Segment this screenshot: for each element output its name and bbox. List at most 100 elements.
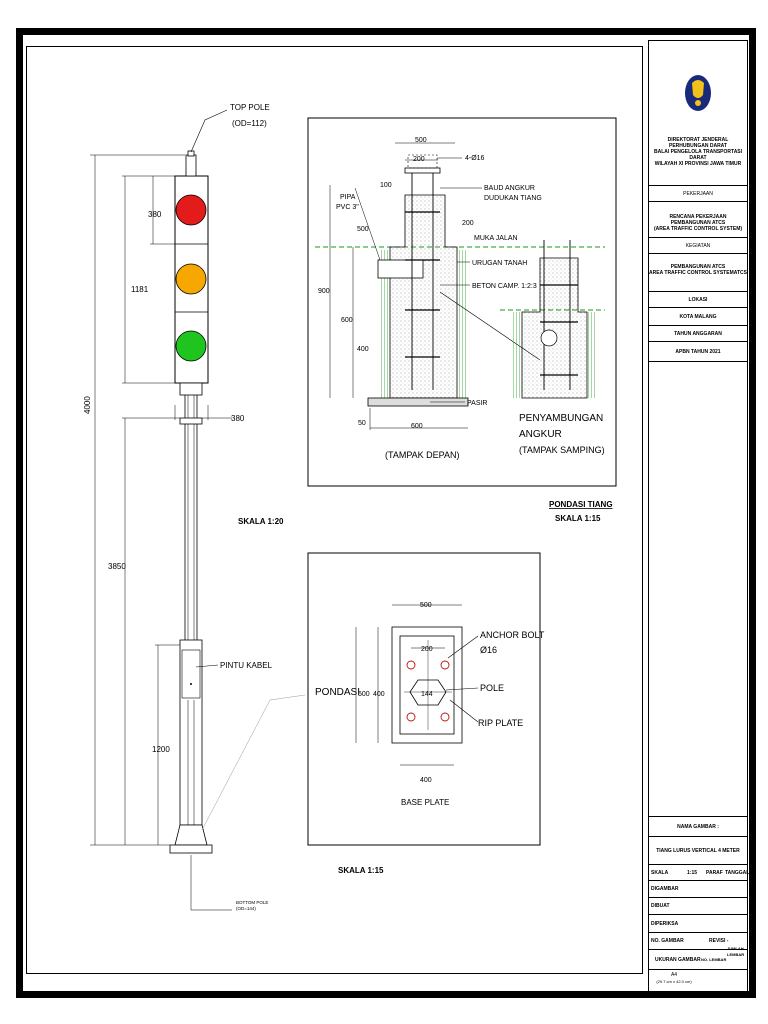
tb-digambar-row: DIGAMBAR	[649, 880, 747, 897]
bp-400-bottom: 400	[420, 777, 432, 784]
tb-tahun-row: APBN TAHUN 2021	[649, 341, 747, 361]
tb-lokasi: KOTA MALANG	[679, 314, 717, 320]
tb-nama-gambar-label: NAMA GAMBAR :	[677, 824, 719, 830]
tb-tahun-label: TAHUN ANGGARAN	[674, 331, 722, 337]
tb-org-line3: BALAI PENGELOLA TRANSPORTASI DARAT	[653, 149, 743, 161]
tb-diperiksa-row: DIPERIKSA	[649, 914, 747, 932]
foundation-detail	[307, 117, 617, 487]
fd-pipa: PIPA	[340, 194, 356, 201]
fd-900: 900	[318, 288, 330, 295]
fd-pvc: PVC 3"	[336, 204, 359, 211]
tb-kegiatan-line1: PEMBANGUNAN ATCS	[670, 264, 726, 270]
top-pole-od-label: (OD=112)	[232, 119, 267, 128]
fd-600-bottom: 600	[411, 423, 423, 430]
dim-4000-label: 4000	[83, 396, 92, 414]
bp-144: 144	[421, 691, 433, 698]
fd-scale: SKALA 1:15	[555, 514, 601, 523]
bp-title: BASE PLATE	[401, 798, 449, 807]
tb-blank	[649, 361, 747, 816]
drawing-area	[26, 46, 643, 974]
fd-tampak-depan: (TAMPAK DEPAN)	[385, 450, 460, 460]
tb-skala-label: SKALA	[651, 870, 669, 876]
fd-500: 500	[415, 137, 427, 144]
tb-dibuat-row: DIBUAT	[649, 897, 747, 914]
dim-1181-label: 1181	[131, 285, 149, 294]
tb-kegiatan-line2: AREA TRAFFIC CONTROL SYSTEMATCS	[649, 270, 747, 276]
fd-penyambungan: PENYAMBUNGAN	[519, 413, 603, 424]
tb-jumlah-lembar: JUMLAH LEMBAR	[727, 946, 745, 957]
fd-200-right: 200	[462, 220, 474, 227]
pole-scale-label: SKALA 1:20	[238, 517, 284, 526]
tb-skala-row: SKALA 1:15 PARAF TANGGAL	[649, 864, 750, 880]
tb-dibuat: DIBUAT	[651, 903, 670, 909]
tb-kegiatan-label: KEGIATAN	[685, 243, 711, 249]
tb-paper-row: A4 (29.7 cm x 42.0 cm)	[649, 969, 747, 991]
tb-kegiatan-label-row: KEGIATAN	[649, 237, 747, 253]
bp-500-left: 500	[358, 691, 370, 698]
base-plate-detail	[307, 552, 541, 846]
tb-paraf: PARAF	[706, 870, 723, 876]
tb-revisi: REVISI -	[709, 938, 729, 944]
tb-skala: 1:15	[687, 870, 698, 876]
dim-380-side: 380	[231, 414, 245, 423]
tb-paper-size: (29.7 cm x 42.0 cm)	[656, 979, 692, 984]
tb-org-line2: PERHUBUNGAN DARAT	[669, 143, 727, 149]
tb-ukuran-row: UKURAN GAMBAR NO. LEMBAR JUMLAH LEMBAR	[649, 946, 747, 969]
tb-lokasi-label: LOKASI	[688, 297, 708, 303]
bp-anchor-bolt: ANCHOR BOLT	[480, 630, 545, 640]
tb-nama-gambar-row: TIANG LURUS VERTICAL 4 METER	[649, 836, 747, 864]
tb-org: DIREKTORAT JENDERAL PERHUBUNGAN DARAT BA…	[649, 137, 747, 167]
fd-pasir: PASIR	[467, 400, 488, 407]
fd-title: PONDASI TIANG	[549, 500, 613, 509]
bp-d16: Ø16	[480, 645, 497, 655]
tb-lokasi-label-row: LOKASI	[649, 291, 747, 307]
tb-pekerjaan-line2: (AREA TRAFFIC CONTROL SYSTEM)	[653, 226, 743, 232]
red-lamp	[175, 194, 207, 226]
dim-1200-label: 1200	[152, 745, 170, 754]
tb-diperiksa: DIPERIKSA	[651, 921, 679, 927]
bottom-pole-od-label: (OD=144)	[236, 906, 256, 911]
bp-rip-plate: RIP PLATE	[478, 718, 523, 728]
fd-muka-jalan: MUKA JALAN	[474, 235, 518, 242]
tb-nama-gambar-label-row: NAMA GAMBAR :	[649, 816, 747, 836]
tb-paper: A4	[670, 972, 678, 978]
bp-500: 500	[420, 602, 432, 609]
tb-pekerjaan-label: PEKERJAAN	[683, 191, 713, 197]
green-lamp	[175, 330, 207, 362]
top-pole-label: TOP POLE	[230, 103, 270, 112]
fd-angkur: ANGKUR	[519, 429, 562, 440]
dim-3850-label: 3850	[108, 562, 126, 571]
tb-pekerjaan-label-row: PEKERJAAN	[649, 185, 747, 201]
cable-door	[181, 649, 201, 699]
pvc-pipe	[377, 259, 424, 279]
tb-no-gambar-row: NO. GAMBAR REVISI -	[649, 932, 747, 949]
dim-380-top: 380	[148, 210, 162, 219]
tb-tanggal: TANGGAL	[725, 870, 750, 876]
bp-scale: SKALA 1:15	[338, 866, 384, 875]
fd-tampak-samping: (TAMPAK SAMPING)	[519, 445, 605, 455]
bp-400-left: 400	[373, 691, 385, 698]
bp-pondasi: PONDASI	[315, 687, 360, 698]
fd-baud-angkur: BAUD ANGKUR	[484, 185, 535, 192]
tb-digambar: DIGAMBAR	[651, 886, 679, 892]
pole-elevation	[90, 109, 306, 911]
fd-50: 50	[358, 420, 366, 427]
fd-100: 100	[380, 182, 392, 189]
title-block: DIREKTORAT JENDERAL PERHUBUNGAN DARAT BA…	[648, 40, 750, 992]
bp-pole: POLE	[480, 683, 504, 693]
drawing-border	[16, 28, 756, 998]
fd-600: 600	[341, 317, 353, 324]
tb-nama-gambar: TIANG LURUS VERTICAL 4 METER	[656, 848, 740, 854]
tb-no-lembar: NO. LEMBAR	[701, 957, 727, 962]
bottom-pole-label: BOTTOM POLE	[236, 900, 268, 905]
fd-500-left: 500	[357, 226, 369, 233]
fd-anchor-count: 4-Ø16	[465, 155, 485, 162]
tb-kegiatan-row: PEMBANGUNAN ATCS AREA TRAFFIC CONTROL SY…	[649, 253, 747, 291]
fd-beton: BETON CAMP. 1:2:3	[472, 283, 537, 290]
fd-dudukan-tiang: DUDUKAN TIANG	[484, 195, 542, 202]
fd-400: 400	[357, 346, 369, 353]
tb-pekerjaan-line1: RENCANA PEKERJAAN PEMBANGUNAN ATCS	[669, 214, 727, 226]
bp-200: 200	[421, 646, 433, 653]
tb-ukuran-gambar: UKURAN GAMBAR	[655, 957, 701, 963]
